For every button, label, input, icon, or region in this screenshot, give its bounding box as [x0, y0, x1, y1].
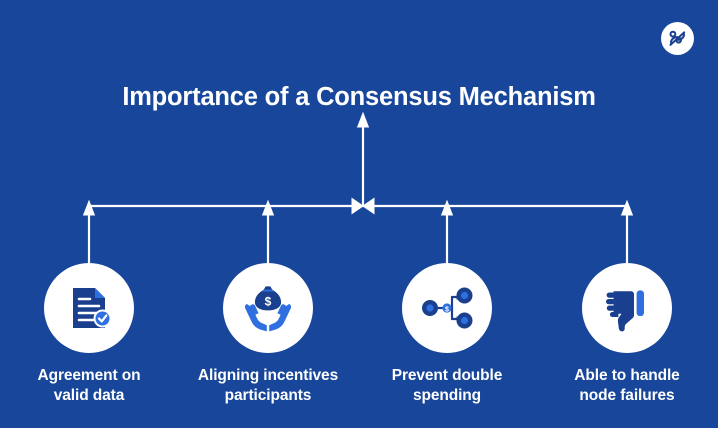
node-agreement-on-valid-data[interactable]: Agreement on valid data: [4, 263, 174, 406]
node-label-1-line2: valid data: [53, 387, 125, 404]
document-check-icon: [63, 282, 115, 334]
page-title: Importance of a Consensus Mechanism: [122, 83, 596, 111]
branch-arrowhead-1: [82, 199, 96, 216]
node-label-3: Prevent double spending: [392, 366, 503, 406]
branch-arrowhead-4: [620, 199, 634, 216]
bowtie-left-arrowhead: [351, 197, 364, 215]
node-able-to-handle-node-failures[interactable]: Able to handle node failures: [542, 263, 712, 406]
node-circle-1: [44, 263, 134, 353]
node-label-2-line1: Aligning incentives: [197, 367, 339, 384]
node-aligning-incentives-participants[interactable]: $ Aligning incentives participants: [183, 263, 353, 406]
node-label-2-line2: participants: [224, 387, 312, 404]
node-circle-3: $: [402, 263, 492, 353]
bowtie-right-arrowhead: [362, 197, 375, 215]
svg-text:$: $: [265, 295, 272, 309]
node-circle-4: [582, 263, 672, 353]
brand-logo[interactable]: [661, 22, 694, 55]
network-split-nodes-icon: $: [420, 284, 474, 332]
percent-swoosh-icon: [666, 27, 689, 50]
node-prevent-double-spending[interactable]: $ Prevent double spending: [362, 263, 532, 406]
node-label-1-line1: Agreement on: [37, 367, 141, 384]
branch-arrowhead-2: [261, 199, 275, 216]
trunk-arrowhead: [356, 111, 370, 128]
node-label-2: Aligning incentives participants: [198, 366, 338, 406]
svg-text:$: $: [445, 307, 449, 314]
hands-holding-money-bag-icon: $: [241, 282, 295, 334]
node-label-4-line2: node failures: [579, 387, 675, 404]
node-label-1: Agreement on valid data: [37, 366, 140, 406]
thumbs-down-icon: [602, 283, 652, 333]
node-circle-2: $: [223, 263, 313, 353]
node-label-3-line1: Prevent double: [391, 367, 503, 384]
node-label-3-line2: spending: [412, 387, 482, 404]
branch-arrowhead-3: [440, 199, 454, 216]
node-label-4: Able to handle node failures: [574, 366, 679, 406]
node-label-4-line1: Able to handle: [574, 367, 680, 384]
